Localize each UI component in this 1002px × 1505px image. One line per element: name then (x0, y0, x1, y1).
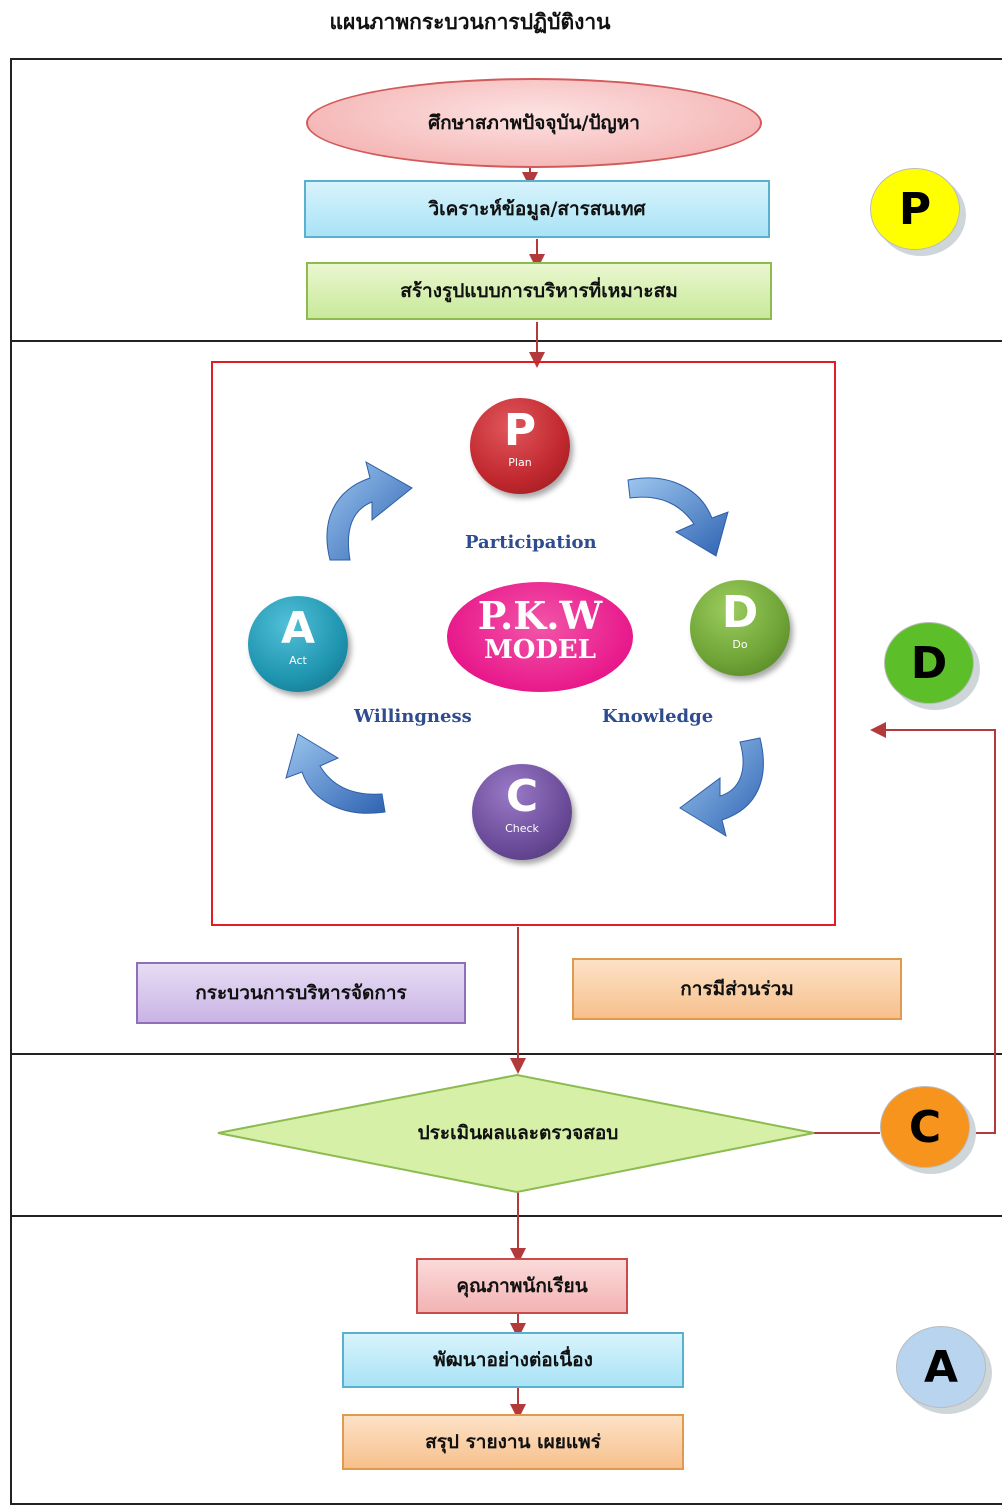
decision-diamond (217, 1073, 815, 1194)
cycle-arrow-check-to-act (285, 733, 386, 814)
node-do: D Do (690, 580, 790, 676)
cycle-arrow-act-to-plan (326, 460, 413, 561)
design-box: สร้างรูปแบบการบริหารที่เหมาะสม (306, 262, 772, 320)
label-willingness: Willingness (354, 706, 472, 727)
pkw-model-center: P.K.W MODEL (447, 582, 633, 692)
node-act: A Act (248, 596, 348, 692)
badge-p: P (870, 168, 960, 250)
analyze-box: วิเคราะห์ข้อมูล/สารสนเทศ (304, 180, 770, 238)
quality-box: คุณภาพนักเรียน (416, 1258, 628, 1314)
label-knowledge: Knowledge (602, 706, 714, 727)
feedback-arrow-to-do (870, 722, 996, 1134)
develop-box: พัฒนาอย่างต่อเนื่อง (342, 1332, 684, 1388)
badge-a: A (896, 1326, 986, 1408)
badge-c: C (880, 1086, 970, 1168)
report-box: สรุป รายงาน เผยแพร่ (342, 1414, 684, 1470)
cycle-arrow-plan-to-do (627, 477, 729, 557)
cycle-arrow-do-to-check (679, 737, 764, 838)
management-box: กระบวนการบริหารจัดการ (136, 962, 466, 1024)
page-title: แผนภาพกระบวนการปฏิบัติงาน (329, 10, 611, 34)
node-plan: P Plan (470, 398, 570, 494)
start-ellipse: ศึกษาสภาพปัจจุบัน/ปัญหา (306, 78, 762, 168)
label-participation: Participation (465, 532, 597, 553)
badge-d: D (884, 622, 974, 704)
participation-box: การมีส่วนร่วม (572, 958, 902, 1020)
evaluate-label: ประเมินผลและตรวจสอบ (417, 1122, 619, 1144)
node-check: C Check (472, 764, 572, 860)
model-frame (211, 361, 836, 926)
